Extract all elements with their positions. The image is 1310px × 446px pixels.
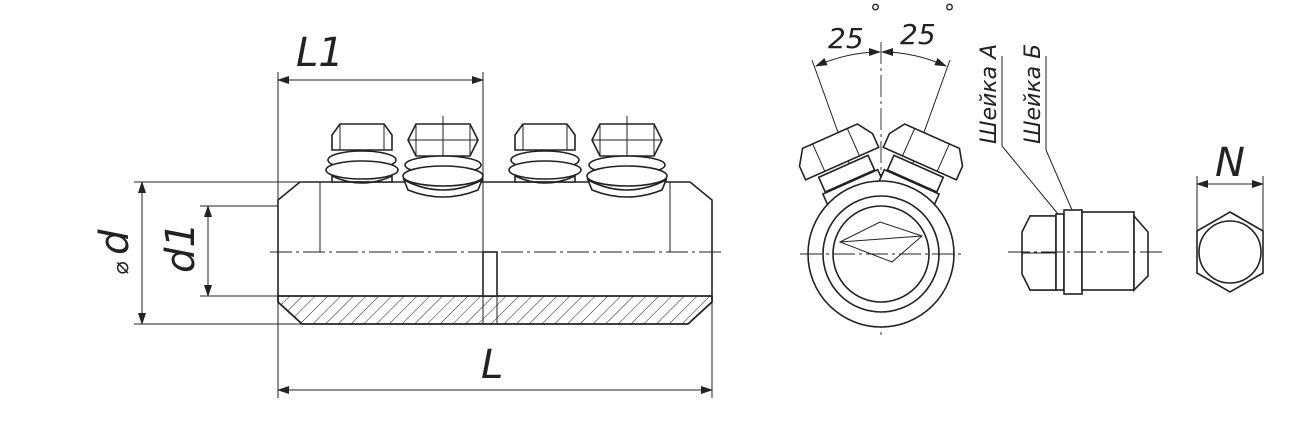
dimension-l: L	[277, 302, 713, 398]
degree-left: °	[870, 1, 881, 26]
label-angle-left: 25	[828, 22, 864, 55]
label-angle-right: 25	[900, 18, 936, 51]
dimension-d: ⌀ d	[92, 181, 302, 325]
label-neck-b: Шейка Б	[1021, 44, 1046, 144]
diameter-symbol: ⌀	[109, 261, 134, 275]
dimension-l1: L1	[277, 30, 484, 252]
front-view: 25 ° 25 °	[798, 1, 964, 338]
label-n: N	[1215, 140, 1245, 186]
label-l: L	[481, 342, 503, 388]
label-d: d	[92, 229, 138, 255]
label-d1: d1	[158, 222, 204, 273]
bolt-4	[586, 116, 668, 198]
label-l1: L1	[296, 30, 344, 76]
bolt-3	[508, 123, 582, 184]
bolt-1	[325, 123, 399, 184]
hex-end-view: N	[1196, 140, 1264, 293]
bolt-2	[402, 116, 484, 198]
side-view: L1 L ⌀ d d1	[92, 30, 725, 398]
degree-right: °	[944, 1, 955, 26]
label-neck-a: Шейка А	[977, 44, 1002, 144]
bolt-detail-view: Шейка А Шейка Б	[977, 44, 1165, 295]
dimension-d1: d1	[158, 205, 278, 297]
